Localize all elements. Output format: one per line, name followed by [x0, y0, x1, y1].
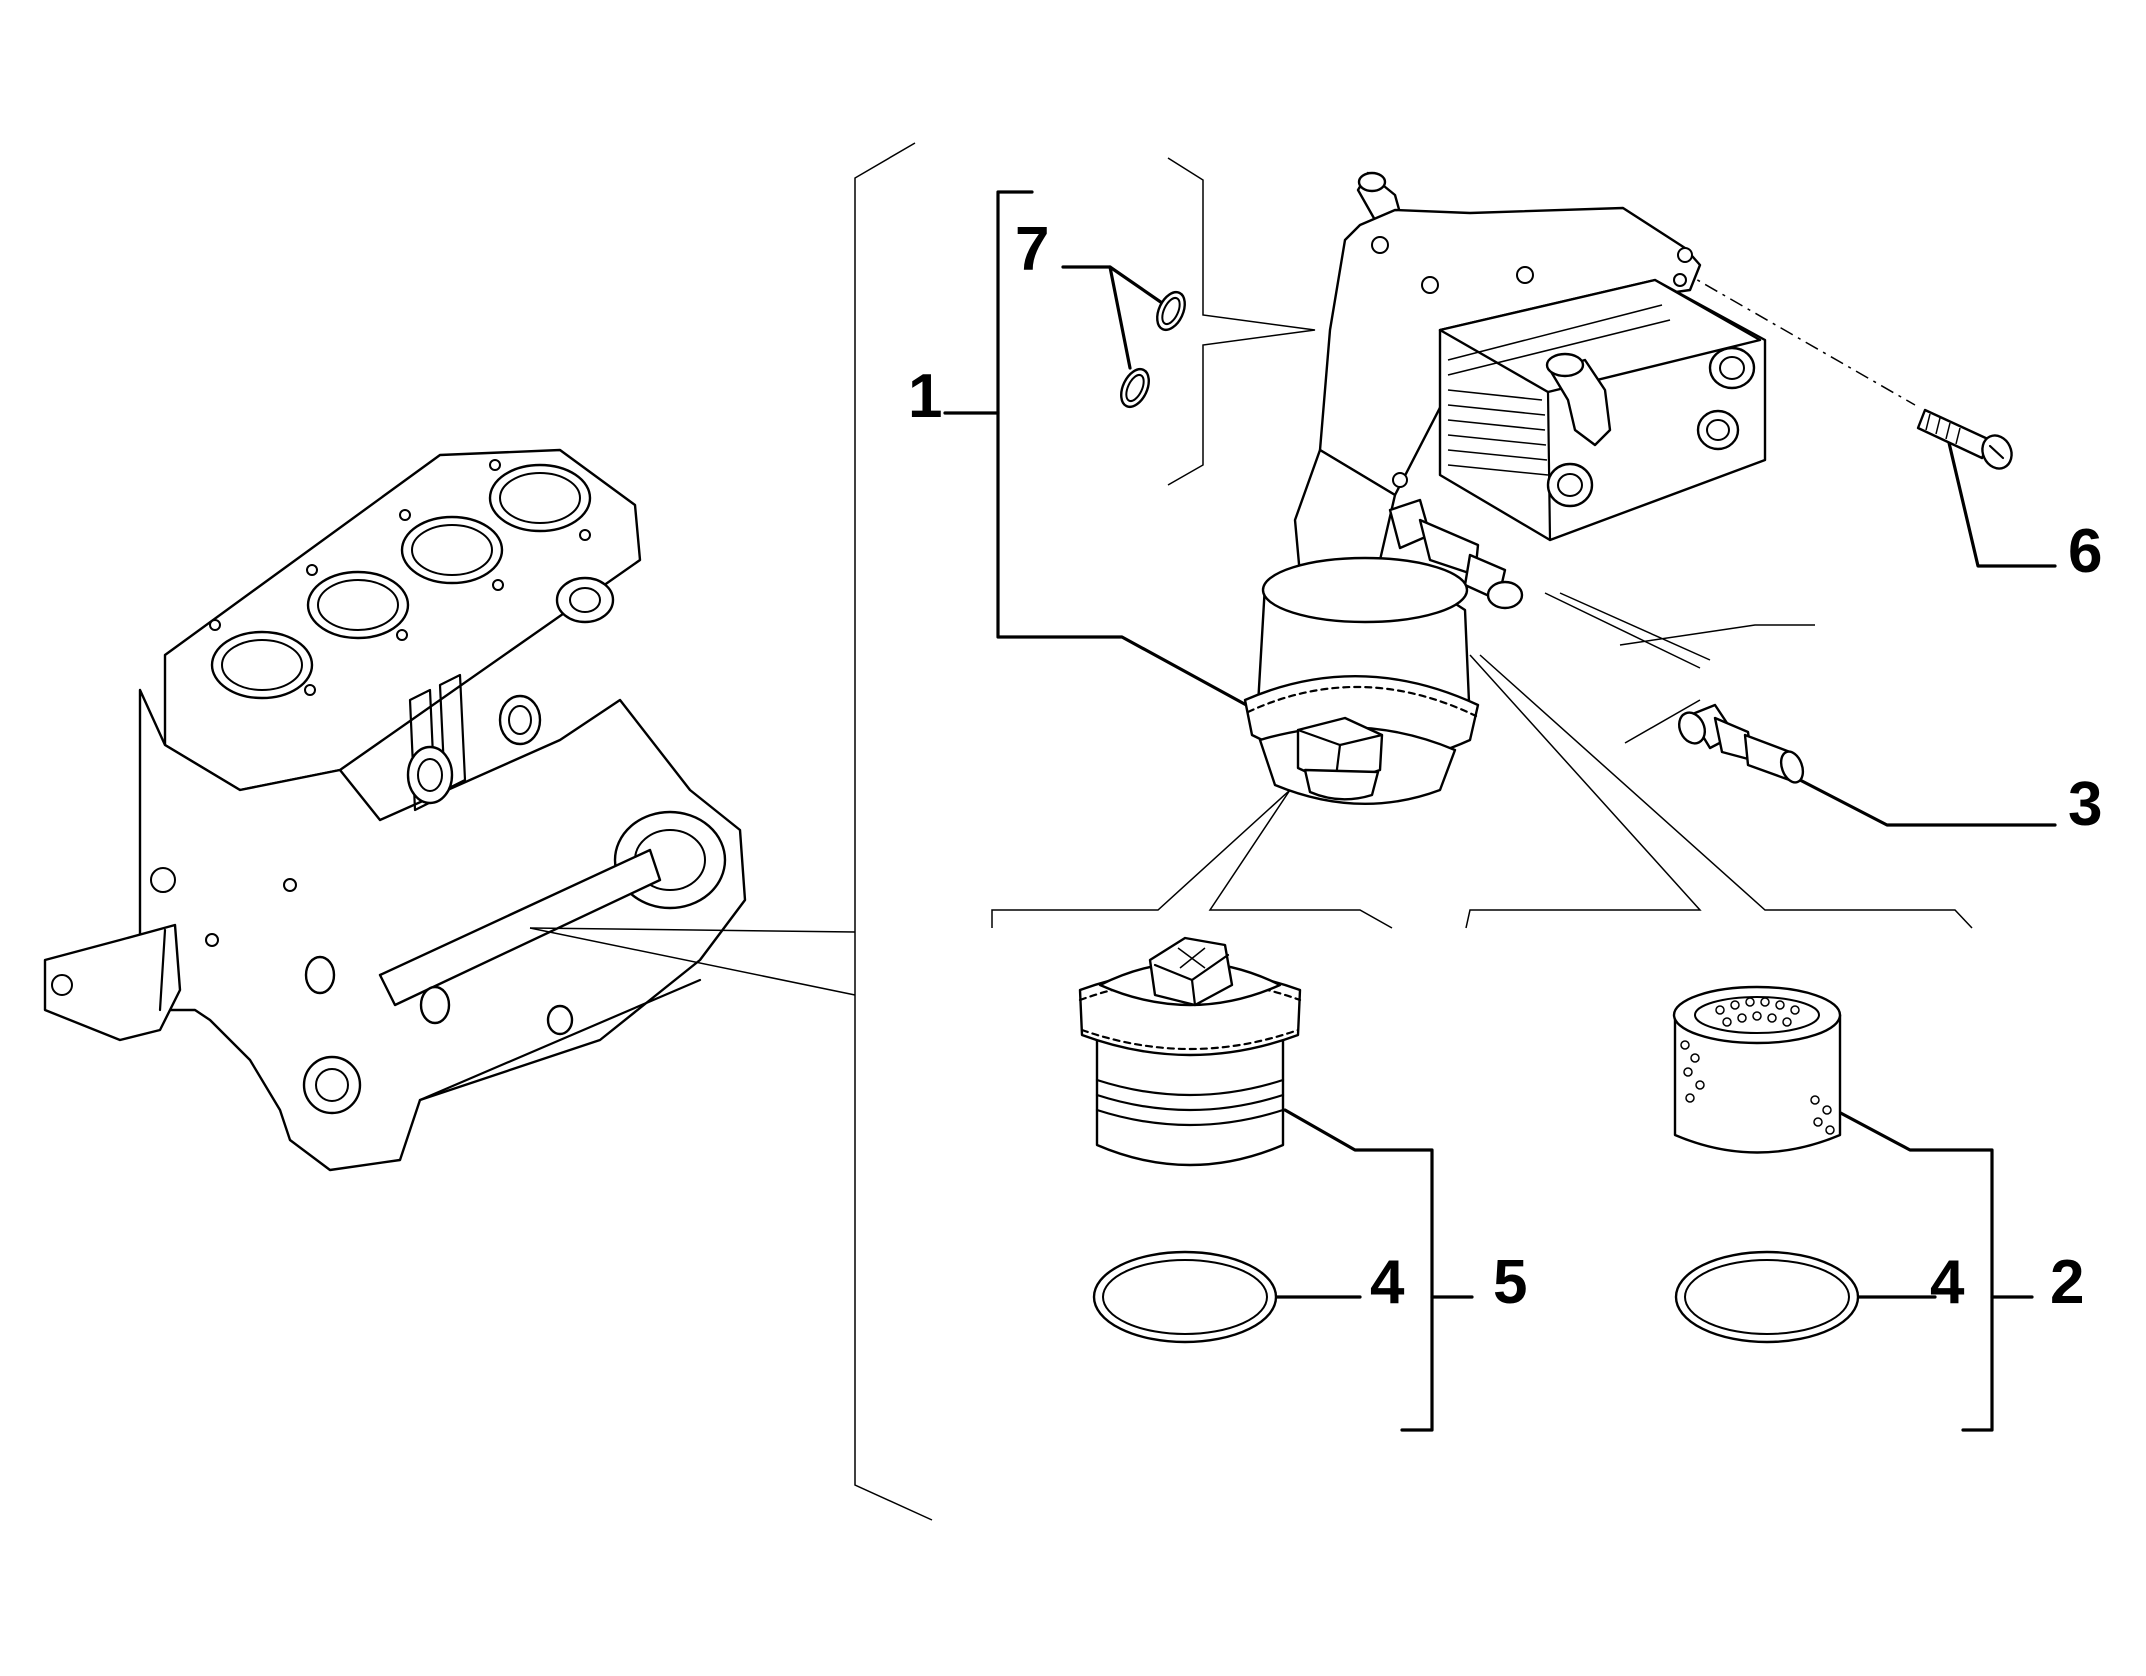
- callout-3: 3: [2068, 770, 2102, 839]
- filter-cartridge-drawing: [1672, 985, 1842, 1154]
- leader-lines: [529, 142, 2057, 1521]
- pressure-sensor-drawing: [1677, 703, 1805, 784]
- callout-7: 7: [1015, 215, 1049, 284]
- callout-4-left: 4: [1370, 1248, 1405, 1317]
- callout-6: 6: [2068, 517, 2102, 586]
- callout-2: 2: [2050, 1248, 2084, 1317]
- oil-filter-housing-drawing: [1243, 171, 1767, 805]
- filter-cover-drawing: [1078, 936, 1302, 1167]
- seal-rings-drawing: [1092, 1250, 1860, 1344]
- callout-1: 1: [908, 362, 942, 431]
- engine-block-drawing: [43, 448, 747, 1172]
- callout-5: 5: [1493, 1248, 1527, 1317]
- callout-4-right: 4: [1930, 1248, 1965, 1317]
- o-ring-seals-drawing: [1120, 290, 1186, 409]
- bolt-drawing: [1916, 408, 2013, 470]
